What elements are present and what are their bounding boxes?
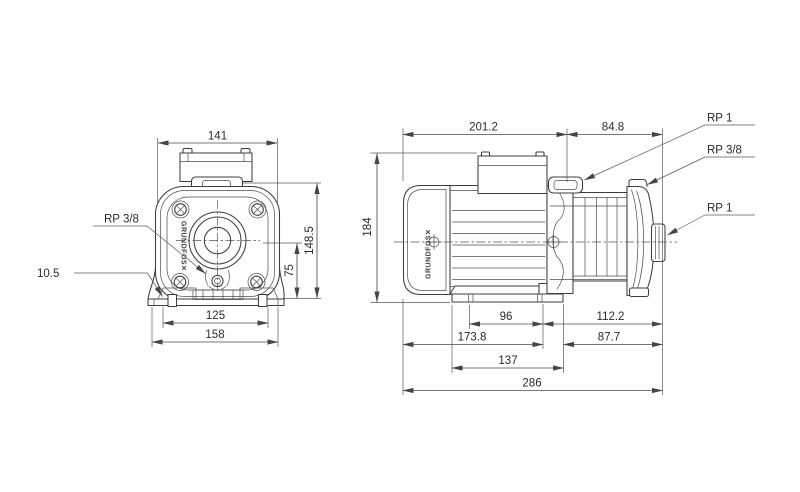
side-fan-cover <box>402 184 451 296</box>
screw-icon <box>251 203 264 216</box>
leader-arrow <box>146 225 206 274</box>
label-top-port: RP 1 <box>707 113 732 125</box>
screw-cross-icon <box>176 278 184 286</box>
screw-boss-icon <box>171 273 189 291</box>
side-end-cover-curve-1 <box>631 189 639 293</box>
front-dimensions: 141 148.5 75 125 158 RP 3/8 10.5 <box>37 131 321 347</box>
side-view: GRUNDFOS✕ <box>394 151 677 303</box>
screw-cross-icon <box>253 205 262 214</box>
side-pump-head-contour <box>552 191 565 290</box>
front-brand-logotype: GRUNDFOS✕ <box>180 221 187 271</box>
side-pump-head <box>546 184 574 295</box>
dim-text-flange-to-foot: 87.7 <box>598 332 620 344</box>
dim-text-motor-end-to-foot: 173.8 <box>458 332 487 344</box>
side-top-port <box>547 176 584 194</box>
leader-arrow <box>584 124 706 181</box>
front-base-slot-right <box>257 293 268 308</box>
side-chamber-sleeve <box>572 191 628 282</box>
front-foot-curve-left <box>147 266 157 300</box>
front-base-slot-left <box>167 293 178 308</box>
dim-text-height: 148.5 <box>304 226 316 255</box>
side-motor-foot <box>449 285 547 295</box>
screw-cross-icon <box>176 205 185 214</box>
front-drain-plug <box>211 274 224 288</box>
dim-text-side-height: 184 <box>362 217 374 237</box>
screw-boss-icon <box>248 200 267 219</box>
side-end-port <box>650 223 666 263</box>
label-vent-plug: RP 3/8 <box>707 145 742 157</box>
dim-text-foot-holes: 96 <box>500 311 513 323</box>
leader-arrow <box>667 214 706 236</box>
leader-arrow <box>147 272 163 297</box>
dim-text-total-length: 286 <box>522 378 541 390</box>
side-brand-logotype: GRUNDFOS✕ <box>426 229 433 279</box>
screw-boss-icon <box>171 200 190 219</box>
side-top-port-inner <box>553 180 578 190</box>
side-dimensions: 201.2 84.8 184 96 112.2 173.8 87.7 137 2… <box>362 113 755 395</box>
dim-text-foot-length: 137 <box>498 355 517 367</box>
front-drain-plug-bore <box>214 277 221 285</box>
screw-boss-icon <box>247 273 266 291</box>
side-end-cover-flange <box>626 185 655 297</box>
front-foot-curve-right <box>278 266 285 300</box>
side-terminal-box <box>477 155 548 195</box>
front-view: GRUNDFOS✕ <box>147 147 285 308</box>
side-plug-boss <box>628 178 648 188</box>
dim-text-head-length: 84.8 <box>602 122 624 134</box>
label-drain-port: RP 3/8 <box>104 214 139 226</box>
label-end-port: RP 1 <box>707 203 732 215</box>
dim-text-width: 141 <box>208 131 227 143</box>
front-drain-pocket-left <box>205 270 209 286</box>
side-fan-cover-inner <box>407 189 447 291</box>
leader-arrow <box>647 156 706 185</box>
screw-cross-icon <box>252 278 261 286</box>
front-base-plate <box>147 298 285 307</box>
side-end-cover-foot <box>628 287 650 298</box>
dim-text-port-height: 75 <box>284 264 296 277</box>
dim-text-base-edge: 10.5 <box>37 268 59 280</box>
dim-text-motor-length: 201.2 <box>469 122 498 134</box>
dim-text-end-to-foot: 112.2 <box>597 311 625 323</box>
screw-icon <box>250 275 263 289</box>
front-body-contour <box>160 190 275 297</box>
side-end-cover-curve-2 <box>636 190 644 292</box>
dim-text-base-width: 158 <box>205 329 224 341</box>
screw-icon <box>174 203 187 216</box>
front-drain-pocket-right <box>226 270 230 286</box>
side-base-plate <box>451 293 564 303</box>
dim-text-bolt-spacing: 125 <box>206 310 225 322</box>
front-corner-screws <box>171 200 267 291</box>
side-motor-stator <box>449 184 548 295</box>
screw-icon <box>173 275 187 289</box>
front-drain-pocket-bottom <box>208 286 227 291</box>
